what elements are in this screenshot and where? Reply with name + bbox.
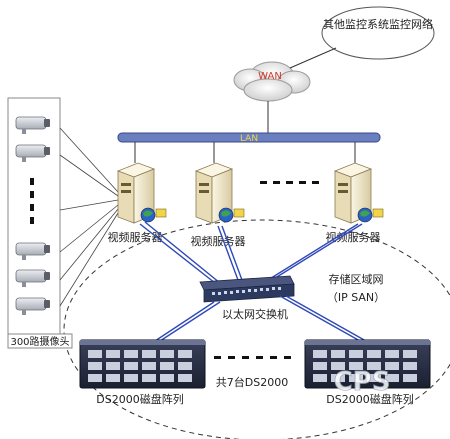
wan-remote-link	[289, 47, 337, 69]
camera-links	[59, 127, 119, 307]
array-dots	[214, 356, 291, 359]
remote-network-label-line1: 其他监控系统监控网络	[323, 17, 433, 31]
camera-icon	[15, 297, 50, 315]
storage-area-label-line2: （IP SAN）	[327, 291, 385, 304]
server-3	[333, 162, 384, 224]
watermark: CPS	[334, 367, 391, 397]
disk-array-2	[304, 339, 431, 389]
server-2	[194, 162, 245, 224]
storage-area-boundary	[63, 219, 450, 439]
server-dots	[260, 181, 319, 184]
disk-array-1-label: DS2000磁盘阵列	[96, 392, 183, 406]
remote-network-node: 其他监控系统监控网络	[321, 6, 435, 60]
camera-group-label: 300路摄像头	[10, 335, 69, 348]
server-1-label: 视频服务器	[108, 230, 163, 244]
wan-label: WAN	[258, 71, 282, 82]
ethernet-switch	[199, 275, 295, 303]
server-switch-links	[139, 221, 363, 284]
wan-cloud: WAN	[233, 61, 311, 102]
server-1	[116, 162, 167, 224]
disk-array-1	[79, 339, 206, 389]
disk-array-2-label: DS2000磁盘阵列	[326, 392, 413, 406]
camera-icon	[15, 116, 50, 134]
camera-dots	[30, 178, 34, 224]
lan-bus: LAN	[117, 132, 381, 144]
camera-icon	[15, 144, 50, 162]
storage-area-label-line1: 存储区域网	[329, 272, 384, 286]
server-3-label: 视频服务器	[326, 230, 381, 244]
camera-icon	[15, 269, 50, 287]
switch-label: 以太网交换机	[222, 307, 288, 321]
switch-array-links	[154, 295, 367, 342]
camera-group: 300路摄像头	[7, 97, 73, 349]
lan-label: LAN	[240, 134, 258, 144]
array-count-label: 共7台DS2000	[216, 375, 288, 389]
camera-icon	[15, 242, 50, 260]
server-2-label: 视频服务器	[191, 234, 246, 248]
